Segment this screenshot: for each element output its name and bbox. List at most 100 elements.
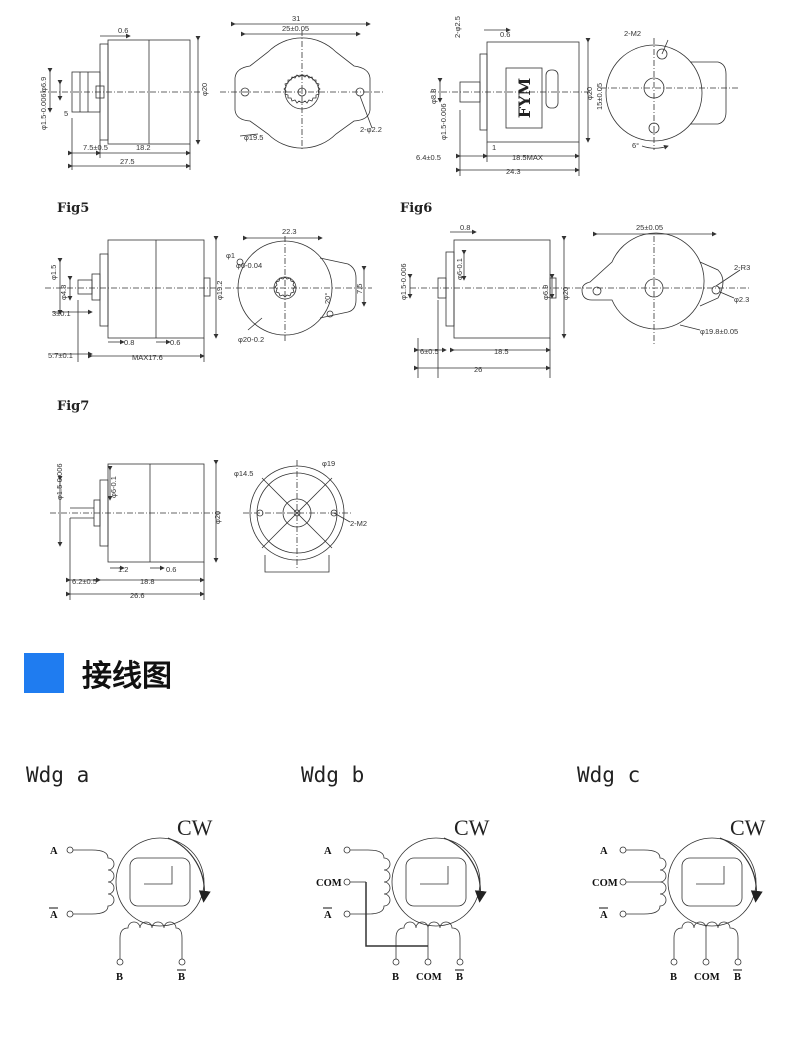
- dim-text: φ1.5-0.006: [39, 93, 48, 130]
- dim-text: φ19.5: [244, 133, 263, 142]
- dim-text: φ6-0.1: [455, 258, 464, 280]
- terminal-a: A: [600, 846, 608, 857]
- fig5-label: Fig5: [57, 201, 89, 216]
- brand-label: FYM: [515, 78, 534, 119]
- dim-text: 5.7±0.1: [48, 351, 73, 360]
- dim-text: 0.6: [166, 565, 176, 574]
- fig5-side: [45, 236, 222, 362]
- motor-top-right-side: [430, 27, 591, 176]
- cw-label-a: CW: [177, 815, 213, 840]
- dim-text: 6.2±0.5: [72, 577, 97, 586]
- section-title: 接线图: [82, 659, 172, 694]
- dim-text: 2-M2: [624, 29, 641, 38]
- terminal-a-bar: A: [50, 910, 58, 921]
- dim-text: 20°: [323, 293, 332, 304]
- cw-label-b: CW: [454, 815, 490, 840]
- terminal-b-bar: B: [456, 972, 463, 983]
- fig6-side: [407, 229, 575, 378]
- dim-text: 2-φ2.2: [360, 125, 382, 134]
- dim-text: MAX17.6: [132, 353, 163, 362]
- dim-text: 6°: [632, 141, 639, 150]
- terminal-com: COM: [694, 972, 720, 983]
- wiring-c-label: Wdg c: [577, 763, 640, 787]
- dim-text: 6.4±0.5: [416, 153, 441, 162]
- dim-text: 26.6: [130, 591, 145, 600]
- fig7-front: [243, 460, 352, 573]
- dim-text: 18.2: [136, 143, 151, 152]
- wiring-b-diagram: [343, 837, 487, 966]
- dim-text: φ6.9: [541, 285, 550, 300]
- section-marker-icon: [24, 653, 64, 693]
- terminal-com: COM: [316, 878, 342, 889]
- terminal-b-bar: B: [178, 972, 185, 983]
- dim-text: 31: [292, 14, 300, 23]
- dim-text: 18.8: [140, 577, 155, 586]
- dim-text: φ19: [322, 459, 335, 468]
- dim-text: φ14.5: [234, 469, 253, 478]
- dim-text: φ1.5-0.006: [439, 103, 448, 140]
- wiring-b-label: Wdg b: [301, 763, 364, 787]
- dim-text: 0.6: [170, 338, 180, 347]
- dim-text: φ6-0.1: [109, 476, 118, 498]
- dim-text: 0.8: [460, 223, 470, 232]
- fig7-side: [50, 460, 222, 600]
- dim-text: 26: [474, 365, 482, 374]
- dim-text: φ20: [200, 83, 209, 96]
- dim-text: 5: [64, 109, 68, 118]
- dim-text: 3±0.1: [52, 309, 71, 318]
- terminal-b: B: [116, 972, 123, 983]
- dim-text: 0.6: [500, 30, 510, 39]
- dim-text: 7.5: [355, 284, 364, 294]
- fig6-front: [575, 231, 750, 345]
- dim-text: φ1.5-0.006: [399, 263, 408, 300]
- dim-text: 18.5MAX: [512, 153, 543, 162]
- terminal-com: COM: [592, 878, 618, 889]
- dim-text: φ1.5: [49, 265, 58, 280]
- dim-text: φ6.9: [39, 77, 48, 92]
- terminal-a: A: [324, 846, 332, 857]
- dim-text: 2-φ2.5: [453, 16, 462, 38]
- terminal-b: B: [670, 972, 677, 983]
- fig5-front: [225, 235, 372, 342]
- dim-text: 0.6: [118, 26, 128, 35]
- dim-text: φ1.5-0.006: [55, 463, 64, 500]
- dim-text: φ2.3: [734, 295, 749, 304]
- dim-text: φ1: [226, 251, 235, 260]
- terminal-b-bar: B: [734, 972, 741, 983]
- dim-text: 18.5: [494, 347, 509, 356]
- wiring-c-diagram: [619, 837, 763, 966]
- terminal-com: COM: [416, 972, 442, 983]
- dim-text: φ20: [213, 511, 222, 524]
- wiring-a-label: Wdg a: [26, 763, 89, 787]
- section-header: 接线图: [24, 653, 172, 694]
- dim-text: 0.8: [124, 338, 134, 347]
- dim-text: φ19.8±0.05: [700, 327, 738, 336]
- motor-top-right-front: [600, 38, 740, 150]
- dim-text: 1: [492, 143, 496, 152]
- dim-text: 1.2: [118, 565, 128, 574]
- motor-top-left-side: [40, 33, 201, 170]
- terminal-a-bar: A: [324, 910, 332, 921]
- dim-text: 6±0.5: [420, 347, 439, 356]
- dim-text: 22.3: [282, 227, 297, 236]
- terminal-a: A: [50, 846, 58, 857]
- terminal-b: B: [392, 972, 399, 983]
- dim-text: 25±0.05: [636, 223, 663, 232]
- dim-text: 25±0.05: [282, 24, 309, 33]
- dim-text: φ6-0.04: [236, 261, 262, 270]
- dim-text: φ19.2: [215, 281, 224, 300]
- dim-text: 2-M2: [350, 519, 367, 528]
- dim-text: φ20: [561, 287, 570, 300]
- terminal-a-bar: A: [600, 910, 608, 921]
- dim-text: 15±0.05: [595, 83, 604, 110]
- dim-text: φ8.8: [429, 89, 438, 104]
- dim-text: 7.5±0.5: [83, 143, 108, 152]
- dim-text: φ20-0.2: [238, 335, 264, 344]
- dim-text: 27.5: [120, 157, 135, 166]
- dim-text: 2-R3: [734, 263, 750, 272]
- dim-text: 24.3: [506, 167, 521, 176]
- fig6-label: Fig6: [400, 201, 432, 216]
- dim-text: φ4.8: [59, 285, 68, 300]
- cw-label-c: CW: [730, 815, 766, 840]
